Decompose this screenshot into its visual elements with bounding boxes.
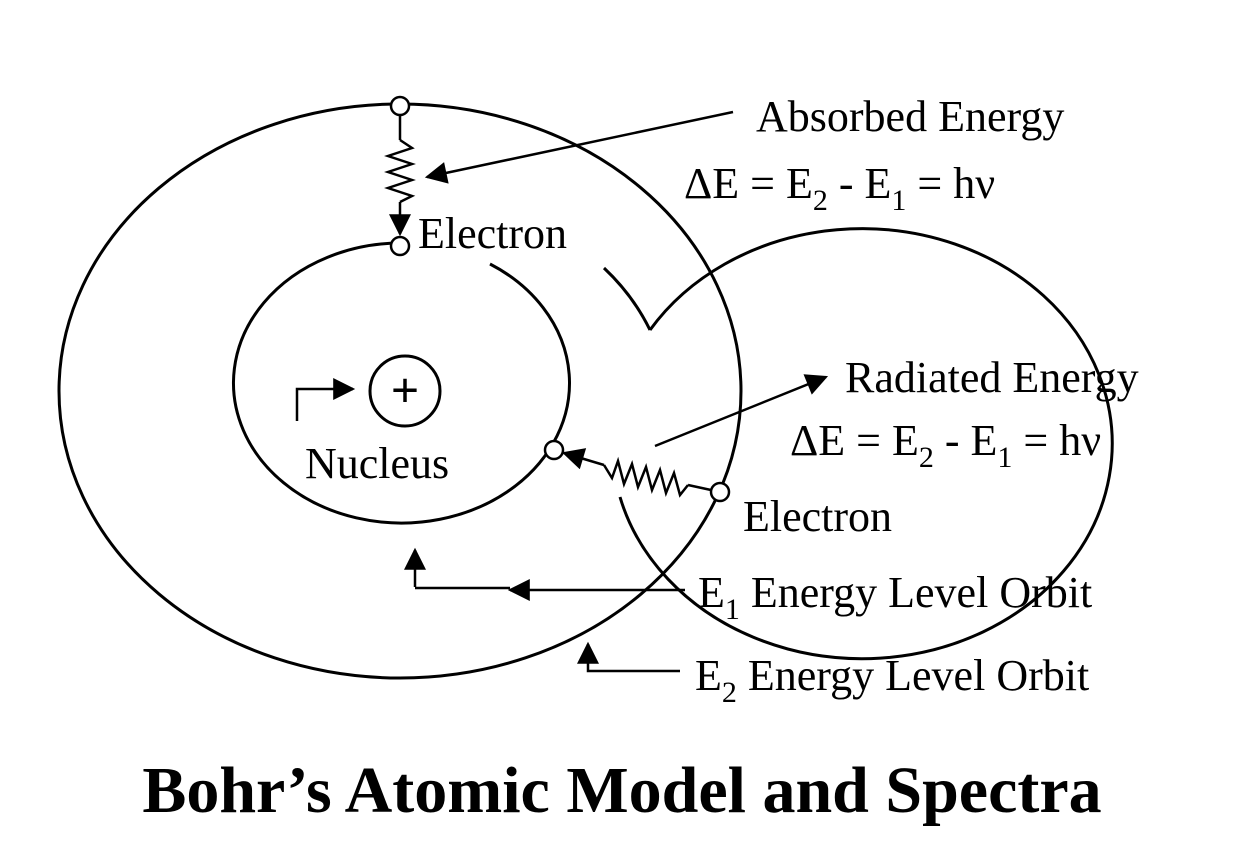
electron-inner-right bbox=[543, 439, 565, 461]
radiated-formula-sub1: 1 bbox=[997, 441, 1012, 474]
emit-arrow bbox=[561, 448, 605, 470]
absorbed-formula-delta: ΔE = E bbox=[684, 159, 813, 208]
absorbed-formula-sub1: 1 bbox=[891, 184, 906, 217]
e2-prefix: E bbox=[695, 651, 722, 700]
radiated-energy-formula: ΔE = E2 - E1 = hν bbox=[790, 416, 1101, 474]
radiated-formula-delta: ΔE = E bbox=[790, 416, 919, 465]
radiated-energy-label: Radiated Energy bbox=[845, 353, 1139, 402]
electron-outer-top bbox=[389, 95, 411, 117]
electron-outer-right bbox=[709, 481, 731, 503]
radiated-formula-hv: = hν bbox=[1012, 416, 1101, 465]
absorbed-energy-formula: ΔE = E2 - E1 = hν bbox=[684, 159, 995, 217]
absorbed-formula-sub2: 2 bbox=[813, 184, 828, 217]
radiated-formula-sub2: 2 bbox=[919, 441, 934, 474]
absorbed-callout-arrow bbox=[424, 110, 734, 184]
e2-sub: 2 bbox=[722, 676, 737, 709]
electron-top-label: Electron bbox=[418, 209, 567, 258]
absorbed-formula-hv: = hν bbox=[906, 159, 995, 208]
radiated-callout-arrow bbox=[654, 374, 829, 448]
absorbed-formula-minus: - E bbox=[828, 159, 892, 208]
e1-text: Energy Level Orbit bbox=[740, 568, 1092, 617]
e1-orbit-label: E1 Energy Level Orbit bbox=[698, 568, 1092, 626]
absorbed-energy-label: Absorbed Energy bbox=[756, 92, 1064, 141]
radiated-formula-minus: - E bbox=[934, 416, 998, 465]
e1-sub: 1 bbox=[725, 593, 740, 626]
nucleus-symbol: + bbox=[391, 362, 420, 418]
e2-orbit-label: E2 Energy Level Orbit bbox=[695, 651, 1089, 709]
middle-orbit-segment bbox=[602, 266, 652, 331]
nucleus-circle bbox=[368, 354, 442, 428]
middle-orbit bbox=[618, 227, 1114, 661]
emit-line bbox=[687, 483, 712, 492]
absorb-spring bbox=[384, 138, 416, 204]
e2-callout-arrow bbox=[577, 641, 680, 673]
nucleus-label: Nucleus bbox=[305, 439, 449, 488]
electron-inner-top bbox=[389, 235, 411, 257]
diagram-title: Bohr’s Atomic Model and Spectra bbox=[142, 754, 1101, 827]
emit-spring bbox=[602, 456, 689, 498]
nucleus-pointer-arrow bbox=[295, 378, 356, 421]
inner-orbit bbox=[232, 241, 571, 525]
electron-right-label: Electron bbox=[743, 492, 892, 541]
e2-text: Energy Level Orbit bbox=[737, 651, 1089, 700]
e1-prefix: E bbox=[698, 568, 725, 617]
